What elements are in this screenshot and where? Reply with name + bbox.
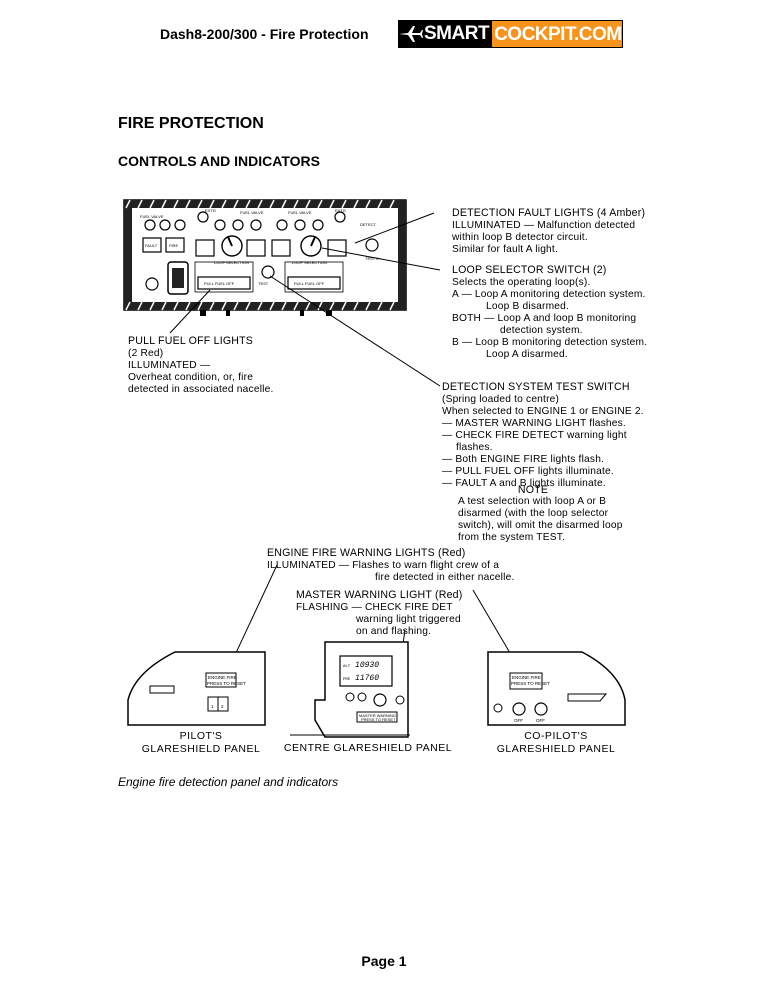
annotation-line: (Spring loaded to centre) — [442, 394, 560, 405]
annotation-pull-fuel: PULL FUEL OFF LIGHTS (2 Red) ILLUMINATED… — [128, 335, 274, 396]
annotation-master-warning-title: MASTER WARNING LIGHT (Red) — [296, 589, 463, 601]
annotation-line: detection system. — [500, 325, 583, 336]
svg-text:2: 2 — [221, 704, 224, 709]
svg-text:LOOP SELECTION: LOOP SELECTION — [214, 260, 249, 265]
annotation-note: NOTE A test selection with loop A or B d… — [458, 484, 623, 544]
display-pre-value: 11760 — [355, 674, 380, 683]
pilot-panel-label: PILOT'S GLARESHIELD PANEL — [140, 730, 262, 756]
centre-panel-label: CENTRE GLARESHIELD PANEL — [283, 742, 453, 754]
annotation-engine-fire: ENGINE FIRE WARNING LIGHTS (Red) ILLUMIN… — [267, 547, 514, 584]
annotation-loop-selector-title: LOOP SELECTOR SWITCH (2) — [452, 264, 607, 276]
svg-text:PULL FUEL OFF: PULL FUEL OFF — [294, 281, 325, 286]
annotation-line: flashes. — [456, 442, 493, 453]
annotation-test-switch: DETECTION SYSTEM TEST SWITCH (Spring loa… — [442, 381, 644, 490]
svg-text:1: 1 — [211, 704, 214, 709]
logo-text-cockpit: COCKPIT.COM — [491, 20, 623, 48]
annotation-line: B — Loop B monitoring detection system. — [452, 337, 648, 348]
annotation-line: fire detected in either nacelle. — [375, 572, 515, 583]
display-alt-label: ALT — [343, 665, 351, 669]
annotation-line: — CHECK FIRE DETECT warning light — [442, 430, 627, 441]
annotation-line: switch), will omit the disarmed loop — [458, 520, 623, 531]
svg-text:FUEL VALVE: FUEL VALVE — [140, 214, 164, 219]
svg-text:EXTG: EXTG — [335, 208, 346, 213]
annotation-line: Loop B disarmed. — [486, 301, 570, 312]
svg-text:PRESS TO RESET: PRESS TO RESET — [361, 717, 396, 722]
svg-text:PRESS TO RESET: PRESS TO RESET — [511, 681, 550, 686]
svg-text:EXTG: EXTG — [205, 208, 216, 213]
annotation-master-warning: MASTER WARNING LIGHT (Red) FLASHING — CH… — [296, 589, 462, 638]
smartcockpit-logo: SMART COCKPIT.COM — [398, 20, 623, 48]
pilot-panel-label-line1: PILOT'S — [179, 730, 223, 742]
svg-text:PULL FUEL OFF: PULL FUEL OFF — [204, 281, 235, 286]
annotation-line: ILLUMINATED — Flashes to warn flight cre… — [267, 560, 500, 571]
pilot-panel-label-line2: GLARESHIELD PANEL — [141, 743, 261, 755]
figure-caption: Engine fire detection panel and indicato… — [118, 775, 339, 789]
section-heading: FIRE PROTECTION — [118, 115, 264, 132]
annotation-line: When selected to ENGINE 1 or ENGINE 2. — [442, 406, 644, 417]
altitude-display: ALT 10930 PRE 11760 — [343, 660, 389, 686]
document-header-title: Dash8-200/300 - Fire Protection — [160, 26, 369, 42]
annotation-line: — Both ENGINE FIRE lights flash. — [442, 454, 605, 465]
annotation-line: — FAULT A and B lights illuminate. — [442, 478, 606, 489]
svg-text:FUEL VALVE: FUEL VALVE — [288, 210, 312, 215]
svg-text:TEST: TEST — [258, 281, 269, 286]
annotation-line: Overheat condition, or, fire — [128, 372, 254, 383]
annotation-line: Similar for fault A light. — [452, 244, 558, 255]
svg-text:ENGINE FIRE: ENGINE FIRE — [208, 675, 237, 680]
svg-text:OFF: OFF — [514, 718, 523, 723]
annotation-line: BOTH — Loop A and loop B monitoring — [452, 313, 637, 324]
annotation-engine-fire-title: ENGINE FIRE WARNING LIGHTS (Red) — [267, 547, 466, 559]
annotation-line: — MASTER WARNING LIGHT flashes. — [442, 418, 626, 429]
svg-text:LOOP SELECTION: LOOP SELECTION — [292, 260, 327, 265]
annotation-line: disarmed (with the loop selector — [458, 508, 609, 519]
svg-text:PRESS TO RESET: PRESS TO RESET — [207, 681, 246, 686]
copilot-panel-label-line1: CO-PILOT'S — [524, 730, 588, 742]
annotation-line: FLASHING — CHECK FIRE DET — [296, 602, 453, 613]
annotation-note-title: NOTE — [517, 484, 549, 496]
annotation-line: warning light triggered — [356, 614, 461, 625]
display-alt-value: 10930 — [355, 661, 380, 670]
annotation-line: on and flashing. — [356, 626, 432, 637]
annotation-line: within loop B detector circuit. — [452, 232, 588, 243]
airplane-icon — [398, 20, 424, 48]
fire-detection-panel: FUEL VALVE EXTG FUEL VALVE FUEL VALVE EXTG F… — [123, 199, 407, 316]
svg-text:FAULT: FAULT — [145, 243, 158, 248]
svg-text:DETECT: DETECT — [360, 222, 377, 227]
annotation-line: from the system TEST. — [458, 532, 566, 543]
subsection-heading: CONTROLS AND INDICATORS — [118, 153, 320, 169]
copilot-panel-label-line2: GLARESHIELD PANEL — [496, 743, 616, 755]
annotation-loop-selector: LOOP SELECTOR SWITCH (2) Selects the ope… — [452, 264, 647, 361]
display-pre-label: PRE — [343, 678, 351, 682]
svg-text:FIRE: FIRE — [169, 243, 178, 248]
annotation-line: Selects the operating loop(s). — [452, 277, 591, 288]
annotation-line: A test selection with loop A or B — [458, 496, 607, 507]
annotation-line: ILLUMINATED — Malfunction detected — [452, 220, 636, 231]
svg-text:MASTER WARNING: MASTER WARNING — [359, 713, 396, 718]
copilot-panel-label: CO-PILOT'S GLARESHIELD PANEL — [490, 730, 622, 756]
logo-text-smart: SMART — [424, 20, 492, 48]
annotation-fault-lights: DETECTION FAULT LIGHTS (4 Amber) ILLUMIN… — [452, 207, 645, 256]
annotation-pull-fuel-title: PULL FUEL OFF LIGHTS — [128, 335, 254, 347]
annotation-line: Loop A disarmed. — [486, 349, 568, 360]
annotation-test-switch-title: DETECTION SYSTEM TEST SWITCH — [442, 381, 630, 393]
annotation-line: ILLUMINATED — — [128, 360, 211, 371]
annotation-line: detected in associated nacelle. — [128, 384, 274, 395]
annotation-line: (2 Red) — [128, 348, 164, 359]
svg-text:OFF: OFF — [536, 718, 545, 723]
annotation-fault-lights-title: DETECTION FAULT LIGHTS (4 Amber) — [452, 207, 646, 219]
annotation-line: — PULL FUEL OFF lights illuminate. — [442, 466, 614, 477]
page-number: Page 1 — [361, 953, 407, 969]
annotation-line: A — Loop A monitoring detection system. — [452, 289, 646, 300]
svg-text:ENGINE FIRE: ENGINE FIRE — [512, 675, 541, 680]
svg-text:FUEL VALVE: FUEL VALVE — [240, 210, 264, 215]
svg-text:TEST 2: TEST 2 — [365, 256, 379, 261]
